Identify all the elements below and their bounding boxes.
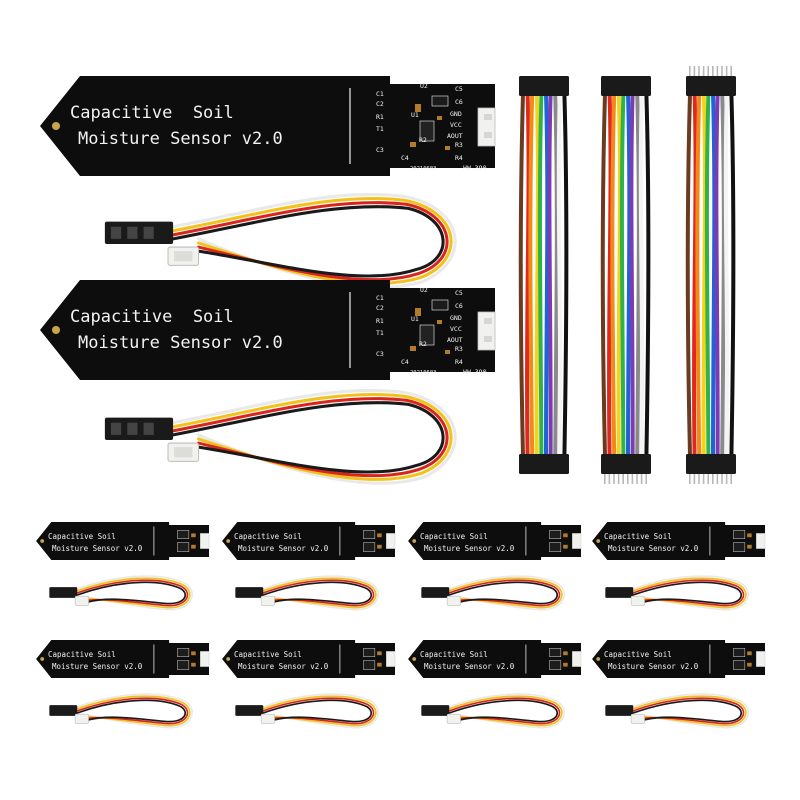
label-u1: U1: [411, 111, 419, 119]
label-r2: R2: [419, 340, 427, 348]
jumper-bundle-female-to-male: [600, 76, 651, 484]
date-code: 20210603: [410, 166, 437, 172]
label-c4: C4: [401, 358, 409, 366]
label-c2: C2: [376, 304, 384, 312]
jumper-bundle-female-to-female: [518, 76, 569, 474]
sensor-title-line2: Moisture Sensor v2.0: [238, 662, 329, 671]
sensor-title-line1: Capacitive Soil: [70, 103, 234, 123]
pin-aout-label: AOUT: [447, 132, 463, 140]
jumper-bundle-male-to-male: [685, 66, 736, 484]
sensor-title-line1: Capacitive Soil: [234, 532, 302, 541]
label-t1: T1: [376, 329, 384, 337]
label-c5: C5: [455, 289, 463, 297]
label-c1: C1: [376, 90, 384, 98]
sensor-title-line1: Capacitive Soil: [420, 532, 488, 541]
capacitive-soil-sensor-large-2: Capacitive Soil Moisture Sensor v2.0 U2 …: [40, 280, 496, 380]
cable-small-5: [48, 693, 194, 729]
label-t1: T1: [376, 125, 384, 133]
label-u1: U1: [411, 315, 419, 323]
label-c5: C5: [455, 85, 463, 93]
label-r1: R1: [376, 113, 384, 121]
model-label: HW-390: [463, 164, 487, 172]
label-u2: U2: [420, 82, 428, 90]
sensor-title-line1: Capacitive Soil: [48, 532, 116, 541]
sensor-title-line1: Capacitive Soil: [234, 650, 302, 659]
date-code: 20210603: [410, 370, 437, 376]
cable-small-4: [604, 575, 750, 611]
pin-vcc-label: VCC: [450, 121, 462, 129]
sensor-title-line2: Moisture Sensor v2.0: [608, 544, 699, 553]
cable-small-3: [420, 575, 566, 611]
pin-gnd-label: GND: [450, 110, 462, 118]
pin-aout-label: AOUT: [447, 336, 463, 344]
label-c3: C3: [376, 350, 384, 358]
label-r3: R3: [455, 141, 463, 149]
cable-small-1: [48, 575, 194, 611]
sensor-title-line1: Capacitive Soil: [48, 650, 116, 659]
jumper-wire-bundles: [518, 66, 736, 484]
label-r4: R4: [455, 154, 463, 162]
sensor-title-line2: Moisture Sensor v2.0: [608, 662, 699, 671]
sensor-title-line2: Moisture Sensor v2.0: [52, 662, 143, 671]
label-r2: R2: [419, 136, 427, 144]
sensor-title-line1: Capacitive Soil: [604, 650, 672, 659]
cable-small-2: [234, 575, 380, 611]
sensor-title-line2: Moisture Sensor v2.0: [424, 662, 515, 671]
sensor-title-line2: Moisture Sensor v2.0: [238, 544, 329, 553]
label-r3: R3: [455, 345, 463, 353]
label-c6: C6: [455, 302, 463, 310]
sensor-title-line1: Capacitive Soil: [70, 307, 234, 327]
cable-large-2: [103, 388, 457, 485]
sensor-title-line2: Moisture Sensor v2.0: [52, 544, 143, 553]
model-label: HW-390: [463, 368, 487, 376]
label-c3: C3: [376, 146, 384, 154]
pin-gnd-label: GND: [450, 314, 462, 322]
label-c6: C6: [455, 98, 463, 106]
pin-vcc-label: VCC: [450, 325, 462, 333]
cable-small-6: [234, 693, 380, 729]
sensor-title-line2: Moisture Sensor v2.0: [78, 333, 283, 353]
cable-small-8: [604, 693, 750, 729]
cable-small-7: [420, 693, 566, 729]
sensor-title-line2: Moisture Sensor v2.0: [78, 129, 283, 149]
label-r4: R4: [455, 358, 463, 366]
label-c2: C2: [376, 100, 384, 108]
label-c4: C4: [401, 154, 409, 162]
label-c1: C1: [376, 294, 384, 302]
sensor-title-line1: Capacitive Soil: [420, 650, 488, 659]
sensor-title-line2: Moisture Sensor v2.0: [424, 544, 515, 553]
sensor-title-line1: Capacitive Soil: [604, 532, 672, 541]
capacitive-soil-sensor-large-1: Capacitive Soil Moisture Sensor v2.0 U2 …: [40, 76, 496, 176]
cable-large-1: [103, 192, 457, 289]
label-u2: U2: [420, 286, 428, 294]
label-r1: R1: [376, 317, 384, 325]
